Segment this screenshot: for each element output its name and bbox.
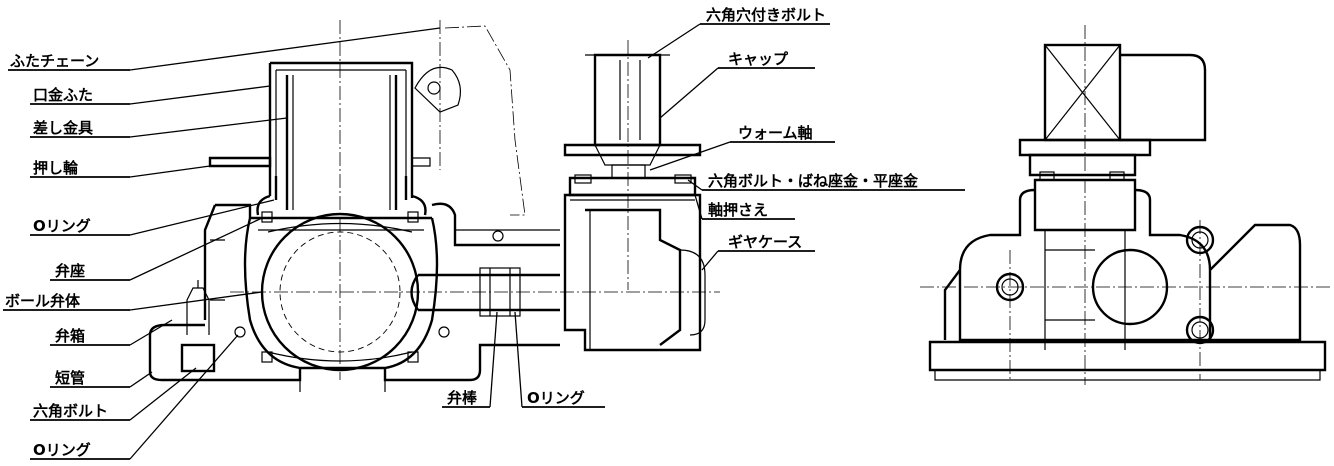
center-lines [230, 20, 1330, 385]
left-labels: ふたチェーン 口金ふた 差し金具 押し輪 Oリング 弁座 ボール弁体 弁箱 短管… [3, 27, 441, 460]
label-worm-jiku: ウォーム軸 [738, 124, 813, 142]
right-view [928, 43, 1327, 381]
label-o-ring-2: Oリング [33, 441, 91, 459]
label-futa-chain: ふたチェーン [10, 52, 99, 70]
label-jiku-osae: 軸押さえ [708, 201, 768, 219]
label-sashi-kanagu: 差し金具 [33, 119, 93, 137]
label-ben-bako: 弁箱 [55, 327, 85, 345]
label-o-ring-1: Oリング [33, 217, 91, 235]
label-ben-za: 弁座 [55, 262, 85, 280]
bottom-labels: 弁棒 Oリング [442, 311, 605, 408]
label-ball-bentai: ボール弁体 [5, 292, 81, 310]
left-view-body [148, 25, 560, 392]
label-oshi-wa: 押し輪 [33, 159, 79, 177]
right-labels: 六角穴付きボルト キャップ ウォーム軸 六角ボルト・ばね座金・平座金 軸押さえ … [647, 6, 965, 271]
label-cap: キャップ [728, 50, 789, 68]
label-o-ring-3: Oリング [527, 389, 585, 407]
gear-case [563, 53, 706, 352]
label-rokkaku-bolt-washers: 六角ボルト・ばね座金・平座金 [708, 172, 919, 190]
label-gear-case: ギヤケース [728, 233, 802, 251]
label-rokkaku-bolt: 六角ボルト [33, 402, 108, 420]
label-ben-bou: 弁棒 [447, 389, 478, 407]
label-rokkaku-ana-bolt: 六角穴付きボルト [706, 6, 826, 24]
label-tankan: 短管 [55, 369, 85, 387]
label-kuchigane-futa: 口金ふた [33, 86, 93, 104]
